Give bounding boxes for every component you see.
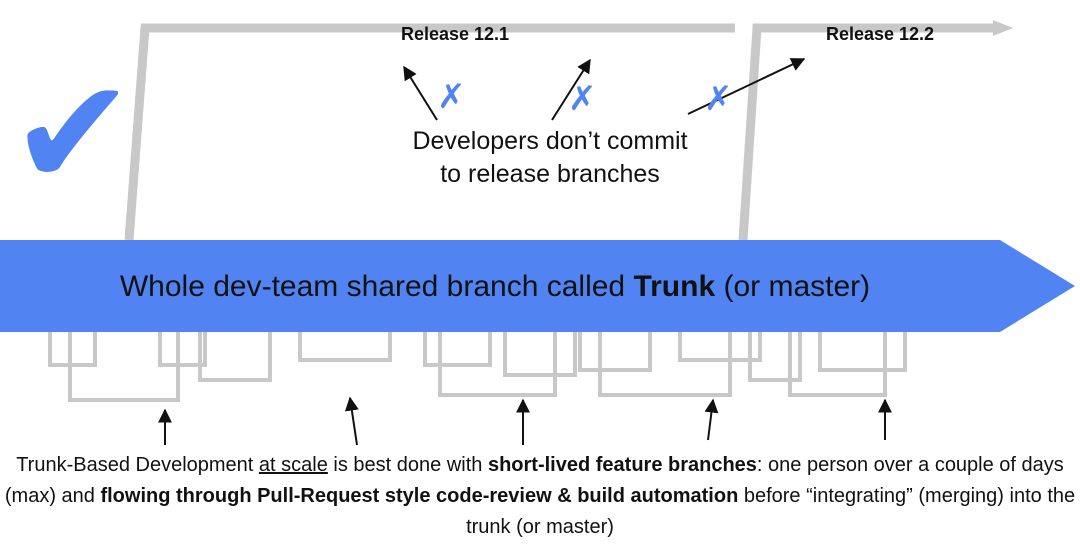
feature-branch	[748, 330, 802, 382]
pointer-arrow	[704, 398, 719, 441]
release-note-line-2: to release branches	[440, 160, 660, 188]
feature-branch	[423, 330, 492, 367]
caption-part: Trunk-Based Development	[16, 454, 259, 476]
caption-at-scale: at scale	[258, 454, 328, 476]
blocked-commit-arrows: ✗ ✗ ✗	[403, 58, 806, 121]
trunk-label-prefix: Whole dev-team shared branch called	[120, 270, 634, 303]
diagram-caption: Trunk-Based Development at scale is best…	[0, 450, 1080, 543]
caption-part: is best done with	[327, 454, 488, 476]
feature-branch	[788, 330, 887, 397]
trunk-label-suffix: (or master)	[715, 270, 870, 303]
caption-short-lived-branches: short-lived feature branches	[487, 454, 757, 476]
cross-icon: ✗	[704, 79, 733, 119]
release-12-2-arrow-tip	[993, 20, 1013, 36]
trunk-branch: Whole dev-team shared branch called Trun…	[0, 240, 1075, 332]
caption-pointer-arrows	[158, 396, 892, 446]
caption-pull-request-flow: flowing through Pull-Request style code-…	[100, 485, 739, 507]
trunk-arrow	[0, 240, 1075, 332]
cross-icon: ✗	[568, 79, 597, 119]
feature-branch	[158, 330, 207, 367]
feature-branch	[818, 330, 907, 372]
feature-branch	[578, 330, 652, 372]
release-label-12-1: Release 12.1	[401, 24, 509, 44]
release-branch-12-2: Release 12.2	[738, 20, 1013, 241]
trunk-label-name: Trunk	[633, 270, 715, 303]
commit-arrow-2	[551, 58, 591, 121]
feature-branch	[678, 330, 762, 362]
feature-branch	[503, 330, 577, 377]
feature-branch	[298, 330, 392, 362]
commit-arrow-1	[403, 65, 438, 121]
trunk-label: Whole dev-team shared branch called Trun…	[120, 270, 870, 303]
release-label-12-2: Release 12.2	[826, 24, 934, 44]
caption-part: before “integrating” (merging) into the …	[466, 485, 1076, 538]
check-icon: ✔	[10, 47, 136, 221]
pointer-arrow	[344, 396, 359, 446]
feature-branch	[48, 330, 97, 367]
feature-branch	[438, 330, 557, 397]
release-note-line-1: Developers don’t commit	[412, 127, 687, 155]
release-note: Developers don’t commit to release branc…	[412, 127, 687, 188]
feature-branches	[48, 330, 907, 402]
feature-branch	[198, 330, 272, 382]
release-branch-12-1: Release 12.1	[124, 23, 735, 241]
cross-icon: ✗	[437, 77, 466, 117]
feature-branch	[598, 330, 732, 397]
caption-part: : one person over a couple of days (max)…	[4, 454, 1064, 507]
commit-arrow-3	[687, 58, 806, 115]
